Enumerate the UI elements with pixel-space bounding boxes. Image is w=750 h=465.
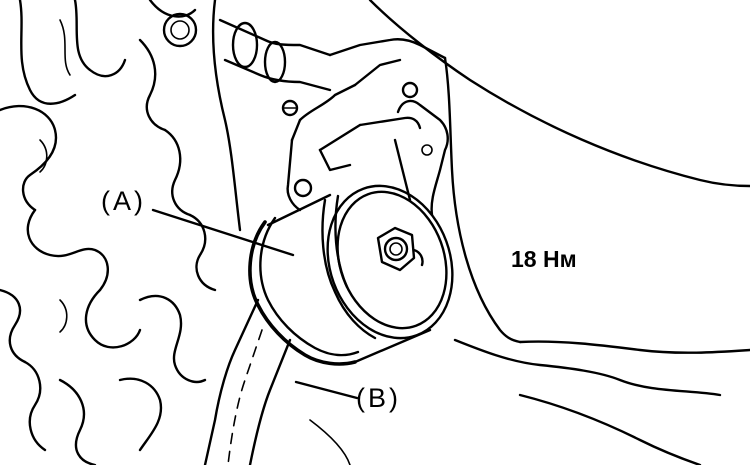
label-a: (A) xyxy=(101,186,146,216)
engine-housing xyxy=(0,0,242,465)
component-a-cylinder xyxy=(248,184,454,366)
mounting-bracket xyxy=(286,38,449,217)
body-panel xyxy=(368,0,750,465)
torque-spec: 18 Нм xyxy=(511,246,577,272)
leader-line-a xyxy=(151,208,295,257)
component-b-lines xyxy=(203,298,351,465)
shaft-pipe xyxy=(162,12,332,117)
leader-line-b xyxy=(294,380,359,400)
label-b: (B) xyxy=(356,383,401,413)
mounting-bolt xyxy=(376,226,424,272)
